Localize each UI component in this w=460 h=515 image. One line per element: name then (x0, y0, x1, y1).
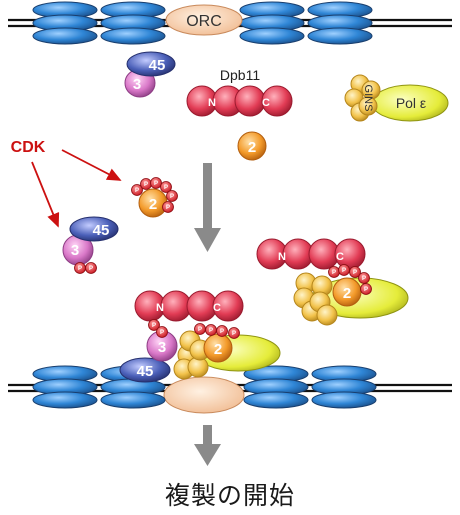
caption-replication-initiation: 複製の開始 (164, 481, 295, 510)
orc-complex: ORC (165, 4, 243, 36)
dpb11-sld2-gins-pol-e-complex: N C 2 P P P P P (256, 238, 409, 326)
dpb11-top (186, 85, 293, 117)
p-label: P (342, 268, 346, 274)
p-label: P (220, 329, 224, 335)
dpb11-label: Dpb11 (220, 67, 260, 83)
dpb11-n-label-right: N (278, 251, 286, 263)
p-label: P (144, 182, 148, 188)
p-label: P (362, 276, 366, 282)
dpb11-c-label-top: C (262, 97, 270, 109)
p-label: P (170, 194, 174, 200)
sld2-label-phospho: 2 (149, 196, 157, 213)
sld3-label-mid: 3 (71, 242, 79, 259)
cdc45-label-mid: 45 (93, 222, 110, 239)
orc-label: ORC (186, 13, 222, 30)
bottom-orc (163, 376, 245, 414)
p-label: P (166, 205, 170, 211)
dpb11-n-label-top: N (208, 97, 216, 109)
p-label: P (164, 185, 168, 191)
p-label: P (209, 328, 213, 334)
cdc45-label-top: 45 (149, 57, 166, 74)
sld3-label-top: 3 (133, 76, 141, 93)
sld2-label-right: 2 (343, 285, 351, 302)
process-arrow-2 (194, 425, 221, 466)
top-mcm-right (239, 1, 373, 45)
sld2-top: 2 (237, 131, 267, 161)
pol-e-label: Pol ε (396, 95, 426, 111)
p-label: P (160, 330, 164, 336)
p-label: P (89, 266, 93, 272)
p-label: P (232, 331, 236, 337)
sld2-phospho-group (131, 177, 178, 213)
assembled-replisome: 45 3 2 N C P P P P P P (119, 290, 281, 383)
p-label: P (154, 181, 158, 187)
sld2-label-bottom: 2 (214, 341, 222, 358)
process-arrow-1 (194, 163, 221, 252)
cdk-arrows (31, 149, 122, 228)
dpb11-n-label-bottom: N (156, 302, 164, 314)
gins-pol-e-top: GINS Pol ε (344, 74, 449, 122)
sld3-cdc45-phosphorylated: 45 3 P P (62, 216, 119, 274)
p-label: P (135, 188, 139, 194)
dpb11-c-label-bottom: C (213, 302, 221, 314)
bottom-mcm-right (243, 365, 377, 409)
cdc45-label-bottom: 45 (137, 363, 154, 380)
p-label: P (364, 287, 368, 293)
cdk-label: CDK (11, 139, 46, 156)
dpb11-c-label-right: C (336, 251, 344, 263)
p-label: P (78, 266, 82, 272)
p-label: P (152, 323, 156, 329)
top-mcm-left (32, 1, 166, 45)
p-label: P (332, 270, 336, 276)
sld2-phosphorylated: 2 P P P P P P (131, 177, 178, 218)
sld3-label-bottom: 3 (158, 339, 166, 356)
gins-label: GINS (362, 85, 374, 112)
cdc45-sld3-top: 45 3 (124, 51, 176, 98)
p-label: P (353, 270, 357, 276)
p-label: P (198, 327, 202, 333)
sld2-label-top: 2 (248, 139, 256, 156)
